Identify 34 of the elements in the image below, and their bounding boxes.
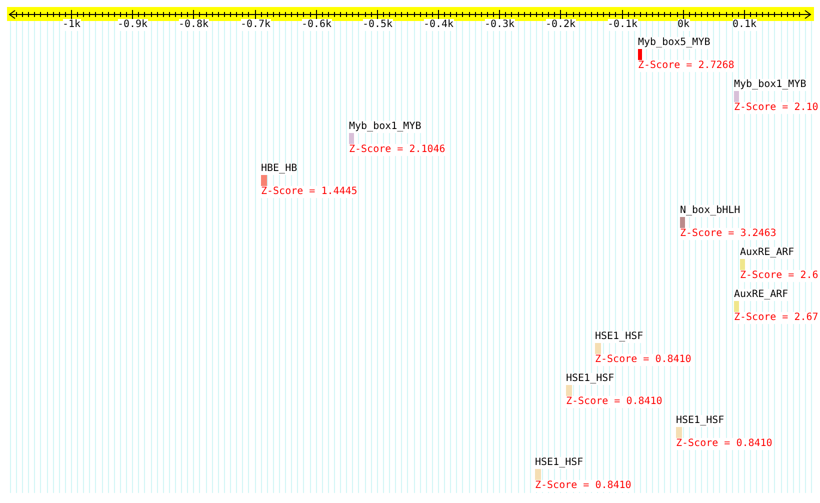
z-score-label: Z-Score = 1.4445 bbox=[261, 186, 358, 198]
z-score-label: Z-Score = 2.10 bbox=[734, 102, 818, 114]
z-score-label: Z-Score = 2.67 bbox=[734, 312, 818, 324]
motif-name: HSE1_HSF bbox=[566, 373, 614, 385]
motif-name: Myb_box1_MYB bbox=[349, 121, 422, 133]
tick-label: -0.9k bbox=[117, 19, 148, 31]
motif-name: HSE1_HSF bbox=[595, 331, 644, 343]
motif-name: HBE_HB bbox=[261, 163, 298, 175]
motif-name: Myb_box5_MYB bbox=[638, 37, 710, 49]
tick-label: -0.1k bbox=[607, 19, 638, 31]
tick-label: -0.5k bbox=[362, 19, 393, 31]
z-score-label: Z-Score = 3.2463 bbox=[680, 228, 776, 240]
tick-label: -1k bbox=[62, 19, 81, 31]
tick-label: -0.3k bbox=[484, 19, 515, 31]
z-score-label: Z-Score = 0.8410 bbox=[676, 438, 772, 450]
motif-name: Myb_box1_MYB bbox=[734, 79, 806, 91]
tick-label: -0.6k bbox=[301, 19, 332, 31]
z-score-label: Z-Score = 0.8410 bbox=[595, 354, 692, 366]
motif-name: AuxRE_ARF bbox=[740, 247, 794, 259]
motif-name: AuxRE_ARF bbox=[734, 289, 788, 301]
tick-label: 0.1k bbox=[732, 19, 757, 31]
tick-label: -0.2k bbox=[545, 19, 576, 31]
z-score-label: Z-Score = 0.8410 bbox=[566, 396, 662, 408]
z-score-label: Z-Score = 2.7268 bbox=[638, 60, 734, 72]
motif-name: HSE1_HSF bbox=[535, 457, 584, 469]
z-score-label: Z-Score = 0.8410 bbox=[535, 480, 632, 492]
tick-label: -0.7k bbox=[240, 19, 271, 31]
tick-label: -0.8k bbox=[178, 19, 209, 31]
tick-label: -0.4k bbox=[423, 19, 454, 31]
motif-name: HSE1_HSF bbox=[676, 415, 724, 427]
z-score-label: Z-Score = 2.6 bbox=[740, 270, 818, 282]
tick-label: 0k bbox=[677, 19, 690, 31]
motif-name: N_box_bHLH bbox=[680, 205, 740, 217]
z-score-label: Z-Score = 2.1046 bbox=[349, 144, 446, 156]
